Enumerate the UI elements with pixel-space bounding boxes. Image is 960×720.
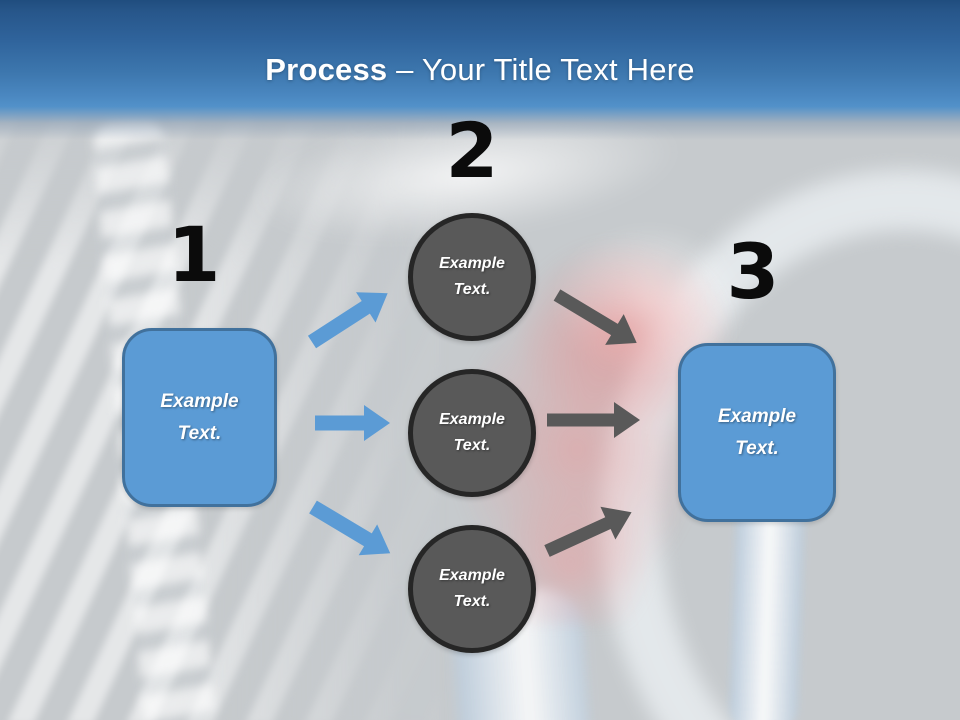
arrow-middle-circle-to-right xyxy=(547,402,640,438)
middle-example-circle[interactable]: Example Text. xyxy=(408,369,536,497)
bottom-example-circle-text: Example Text. xyxy=(439,567,505,610)
right-example-box-text: Example Text. xyxy=(717,406,797,459)
top-example-circle-text: Example Text. xyxy=(439,255,505,298)
slide-title-bold: Process xyxy=(265,52,388,87)
left-example-box-text: Example Text. xyxy=(160,391,239,444)
slide-title: Process – Your Title Text Here xyxy=(0,52,960,88)
title-bar xyxy=(0,0,960,140)
arrow-left-to-top-circle xyxy=(307,292,388,349)
top-example-circle[interactable]: Example Text. xyxy=(408,213,536,341)
left-example-box[interactable]: Example Text. xyxy=(122,328,277,507)
arrow-top-circle-to-right xyxy=(553,289,637,345)
step-number-2: 2 xyxy=(445,106,499,195)
step-number-3: 3 xyxy=(726,227,780,316)
middle-example-circle-text: Example Text. xyxy=(439,411,505,454)
slide-title-regular: – Your Title Text Here xyxy=(396,52,695,87)
arrow-left-to-bottom-circle xyxy=(309,500,391,556)
bottom-example-circle[interactable]: Example Text. xyxy=(408,525,536,653)
step-number-1: 1 xyxy=(167,210,221,299)
right-example-box[interactable]: Example Text. xyxy=(678,343,836,522)
arrow-left-to-middle-circle xyxy=(315,405,390,441)
arrow-bottom-circle-to-right xyxy=(544,506,632,557)
